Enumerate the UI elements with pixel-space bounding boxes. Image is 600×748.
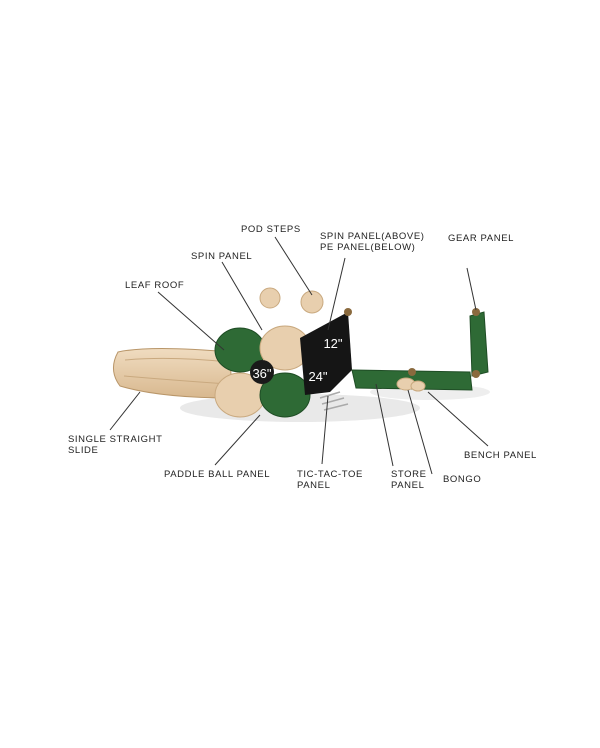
slide-groove [124, 357, 229, 363]
callout-tic-tac-toe-panel: TIC-TAC-TOE PANEL [297, 469, 363, 491]
leader-single-slide [109, 391, 141, 431]
gear-panel-wall [469, 311, 489, 377]
bongo [410, 380, 426, 392]
leader-spin-panel-above [327, 257, 346, 331]
deck-12-label: 12" [323, 336, 342, 351]
deck-24-label: 24" [308, 369, 327, 384]
leader-leaf-roof [157, 291, 225, 351]
leader-spin-panel [221, 261, 263, 331]
callout-spin-panel-above: SPIN PANEL(ABOVE) PE PANEL(BELOW) [320, 231, 425, 253]
deck-36-label: 36" [252, 366, 271, 381]
callout-pod-steps: POD STEPS [241, 224, 301, 235]
callout-bench-panel: BENCH PANEL [464, 450, 537, 461]
callout-store-line1: STORE [391, 469, 427, 480]
pod-step [259, 287, 281, 309]
climber-rails [319, 391, 349, 411]
leader-bench-panel [427, 391, 489, 447]
leader-paddle-ball [214, 414, 261, 466]
callout-single-straight-slide: SINGLE STRAIGHT SLIDE [68, 434, 163, 456]
spin-panel-deck [300, 312, 352, 395]
callout-store-panel: STORE PANEL [391, 469, 427, 491]
leader-store-panel [375, 383, 394, 467]
callout-spin-panel-above-line2: PE PANEL(BELOW) [320, 242, 416, 253]
callout-tic-tac-toe-line1: TIC-TAC-TOE [297, 469, 363, 480]
pod-step [300, 290, 324, 314]
callout-gear-panel: GEAR PANEL [448, 233, 515, 244]
callout-store-line2: PANEL [391, 480, 425, 491]
callout-leaf-roof: LEAF ROOF [125, 280, 185, 291]
post-cap [344, 308, 352, 316]
slide-groove [123, 375, 229, 385]
callout-single-slide-line2: SLIDE [68, 445, 99, 456]
post-cap [472, 308, 480, 316]
leader-tic-tac-toe [321, 395, 329, 465]
leader-lines [109, 236, 489, 475]
leader-pod-steps [274, 236, 313, 296]
callout-spin-panel-above-line1: SPIN PANEL(ABOVE) [320, 231, 425, 242]
callout-spin-panel: SPIN PANEL [191, 251, 253, 262]
single-straight-slide [113, 348, 233, 399]
post-cap [472, 370, 480, 378]
callout-bongo: BONGO [443, 474, 482, 485]
leader-bongo [407, 389, 433, 475]
leader-gear-panel [466, 267, 477, 311]
leaf-roof [214, 325, 311, 418]
callout-paddle-ball-panel: PADDLE BALL PANEL [164, 469, 271, 480]
callout-tic-tac-toe-line2: PANEL [297, 480, 331, 491]
callout-single-slide-line1: SINGLE STRAIGHT [68, 434, 163, 445]
post-cap [408, 368, 416, 376]
